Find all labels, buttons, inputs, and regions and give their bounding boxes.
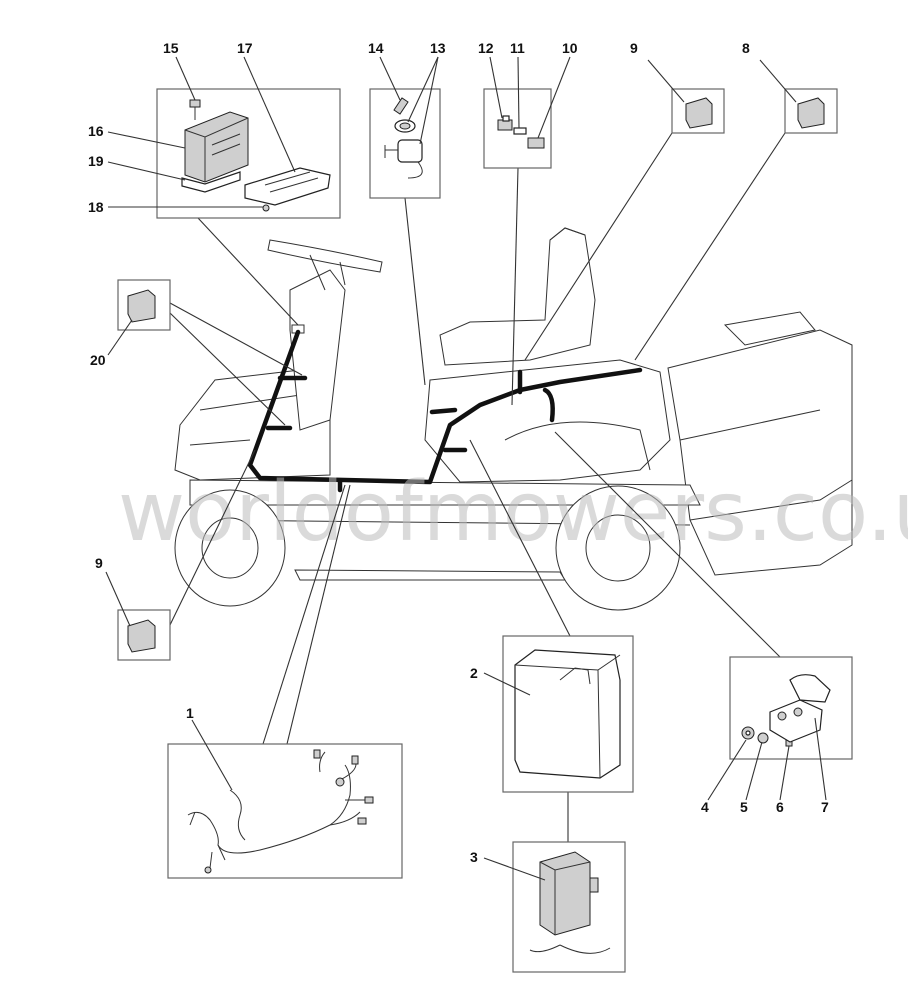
callout-18: 18 [88,199,104,215]
fuse-part-11 [513,127,527,135]
switch-part-8 [797,97,825,129]
connector-part-12 [497,115,513,131]
wiring-harness-box [167,719,403,879]
callout-11: 11 [510,40,525,56]
callout-16: 16 [88,123,104,139]
switch-box-9-lower [105,571,171,661]
small-screw-part-18 [262,204,270,212]
starter-solenoid-part-7 [769,674,831,743]
control-unit-cover-part-16 [184,111,249,183]
callout-14: 14 [368,40,384,56]
ignition-switch-parts-box [369,56,441,199]
callout-17: 17 [237,40,253,56]
callout-13: 13 [430,40,446,56]
callout-10: 10 [562,40,578,56]
switch-box-20 [107,279,171,356]
callout-12: 12 [478,40,494,56]
washer-part-5 [757,732,769,744]
callout-9-lower: 9 [95,555,103,571]
bracket-part-19 [181,171,241,193]
callout-7: 7 [821,799,829,815]
ignition-switch-part-13 [384,119,423,179]
relay-parts-box [483,56,571,169]
control-unit-parts-box [107,56,341,219]
callout-2: 2 [470,665,478,681]
solenoid-parts-box [707,656,853,801]
wiring-harness-part-1 [187,749,374,874]
ignition-key-part-14 [393,97,409,115]
callout-8: 8 [742,40,750,56]
relay-part-10 [527,137,545,149]
installed-wiring-harness [247,329,643,493]
callout-1: 1 [186,705,194,721]
callout-labels: 15 17 16 19 18 14 13 12 11 10 9 8 20 9 1… [88,40,829,865]
nut-part-4 [741,726,755,740]
charger-box [483,841,626,973]
callout-20: 20 [90,352,106,368]
callout-15: 15 [163,40,179,56]
pto-switch-part-9 [127,619,156,653]
seat-switch-part-9 [685,97,713,129]
leader-lines [169,132,786,842]
callout-9-top: 9 [630,40,638,56]
battery-part-2 [514,649,621,779]
callout-3: 3 [470,849,478,865]
switch-part-20 [127,289,156,323]
circuit-board-part-17 [244,167,331,206]
callout-19: 19 [88,153,104,169]
callout-5: 5 [740,799,748,815]
battery-charger-part-3 [529,851,611,954]
callout-4: 4 [701,799,709,815]
watermark-text: worldofmowers.co.uk [118,465,908,560]
battery-box [483,635,634,793]
callout-6: 6 [776,799,784,815]
switch-box-9-top [647,59,725,134]
switch-box-8 [759,59,838,134]
